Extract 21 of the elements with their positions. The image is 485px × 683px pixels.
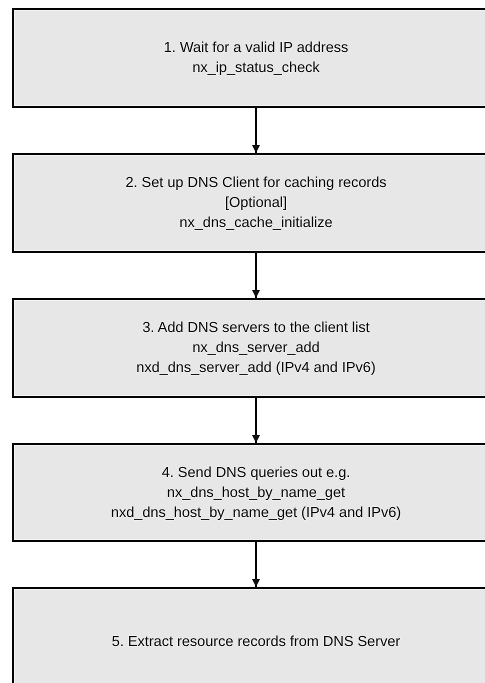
step-text: nx_dns_cache_initialize: [179, 215, 333, 231]
process-box: [12, 587, 485, 683]
step-text: 4. Send DNS queries out e.g.: [162, 464, 350, 480]
step-text: 5. Extract resource records from DNS Server: [112, 634, 400, 650]
arrow: [252, 253, 260, 298]
step-text: [Optional]: [224, 195, 288, 211]
step-text: nxd_dns_host_by_name_get (IPv4 and IPv6): [110, 504, 402, 520]
arrow: [252, 108, 260, 153]
arrow: [252, 542, 260, 587]
step-text: nxd_dns_server_add (IPv4 and IPv6): [136, 360, 376, 376]
step-text: 3. Add DNS servers to the client list: [142, 320, 370, 336]
step-text: 2. Set up DNS Client for caching records: [125, 175, 387, 191]
process-box: [12, 443, 485, 542]
process-box: [12, 8, 485, 108]
step-text: nx_dns_host_by_name_get: [166, 484, 346, 500]
step-text: nx_ip_status_check: [192, 60, 320, 76]
step-text: 1. Wait for a valid IP address: [164, 40, 348, 56]
step-text: nx_dns_server_add: [192, 340, 320, 356]
process-box: [12, 153, 485, 253]
process-box: [12, 298, 485, 398]
arrow: [252, 398, 260, 443]
